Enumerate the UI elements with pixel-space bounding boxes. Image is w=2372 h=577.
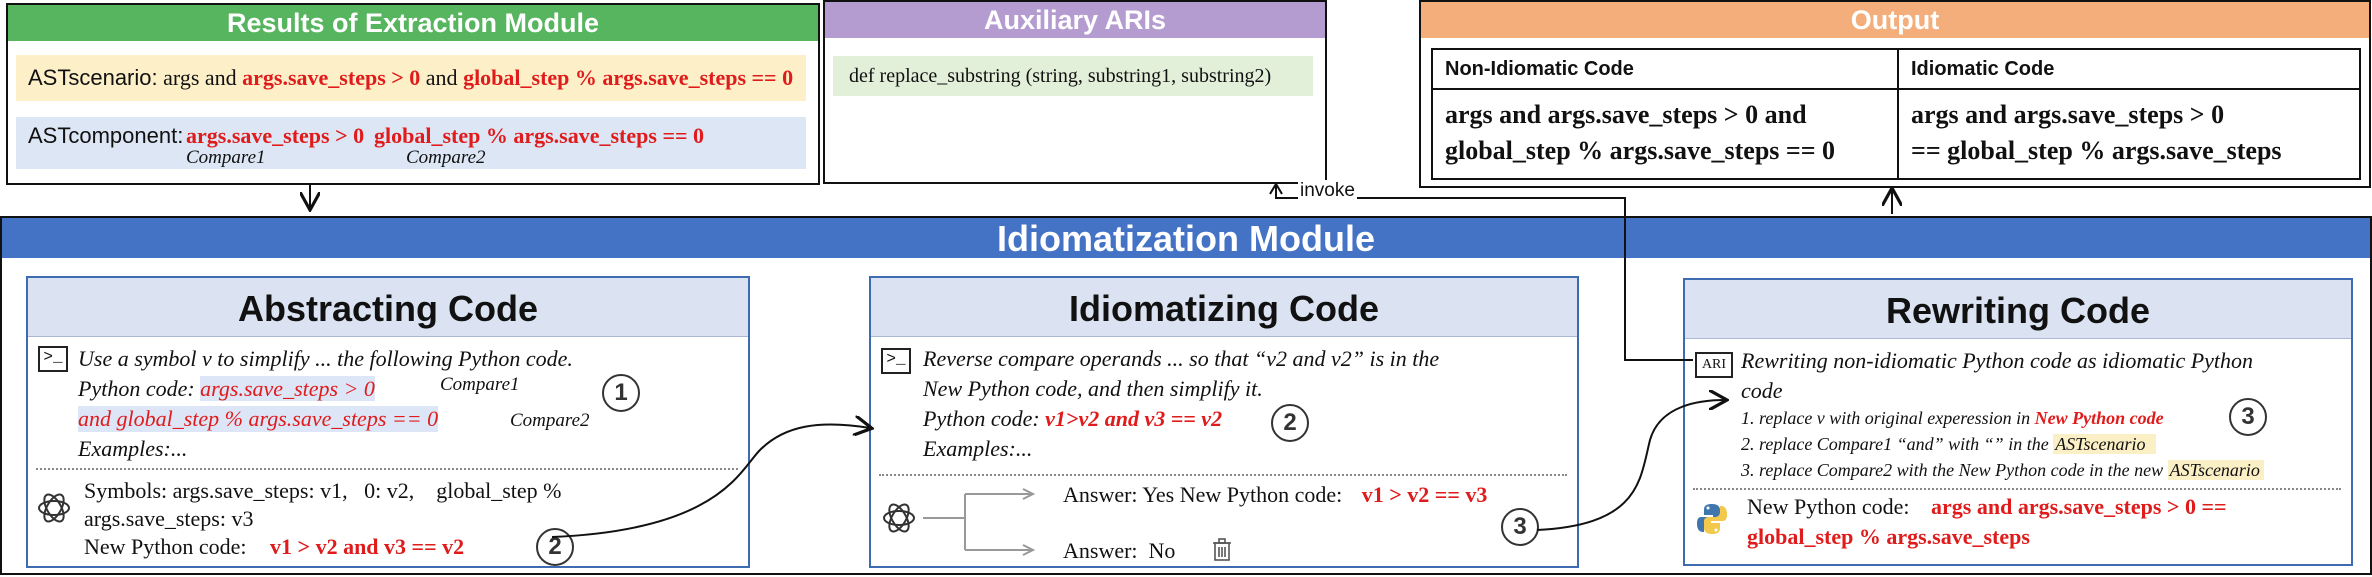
scenario-plain-2: and xyxy=(425,65,458,90)
chatgpt-icon-svg xyxy=(38,493,70,523)
component-red-2: global_step % args.save_steps == 0 xyxy=(374,123,705,148)
chatgpt-icon-svg xyxy=(883,503,915,533)
rewriting-prompt-2: code xyxy=(1741,378,1783,403)
non-idiomatic-line-2: global_step % args.save_steps == 0 xyxy=(1445,136,1836,165)
compare2-tag: Compare2 xyxy=(406,147,486,168)
non-idiomatic-header: Non-Idiomatic Code xyxy=(1445,58,1634,80)
divider xyxy=(36,468,738,470)
terminal-icon: >_ xyxy=(38,346,68,372)
python-icon-svg xyxy=(1697,504,1727,534)
new-code-line-1: args and args.save_steps > 0 == xyxy=(1931,494,2227,519)
step3-highlight: ASTscenario xyxy=(2167,460,2264,480)
output-title: Output xyxy=(1421,2,2369,38)
ari-signature: def replace_substring (string, substring… xyxy=(849,65,1272,87)
module-header: Idiomatization Module xyxy=(2,218,2370,259)
step1-red: New Python code xyxy=(2034,408,2164,428)
answer-no-label: Answer: No xyxy=(1063,538,1176,563)
auxiliary-title: Auxiliary ARIs xyxy=(825,2,1325,38)
step-2-badge: 2 xyxy=(536,528,574,566)
output-table: Non-Idiomatic Code Idiomatic Code args a… xyxy=(1431,48,2361,180)
step2-text: 2. replace Compare1 “and” with “” in the xyxy=(1741,434,2049,454)
python-code-label: Python code: xyxy=(78,376,195,401)
invoke-label: invoke xyxy=(1298,180,1357,202)
step2-highlight: ASTscenario xyxy=(2053,434,2156,454)
ast-scenario-label: ASTscenario: xyxy=(28,65,158,90)
scenario-plain-1: args and xyxy=(163,65,237,90)
compare1-tag: Compare1 xyxy=(186,147,266,168)
step1-text: 1. replace v with original experession i… xyxy=(1741,408,2031,428)
idiomatizing-prompt-1: Reverse compare operands ... so that “v2… xyxy=(923,346,1440,371)
new-code-label: New Python code: xyxy=(84,534,247,559)
idiomatizing-prompt-2: New Python code, and then simplify it. xyxy=(923,376,1263,401)
rewriting-prompt-1: Rewriting non-idiomatic Python code as i… xyxy=(1741,348,2254,373)
answer-yes-label: Answer: Yes New Python code: xyxy=(1063,482,1343,507)
abstracting-examples: Examples:... xyxy=(78,436,188,461)
ast-scenario-row: ASTscenario: args and args.save_steps > … xyxy=(16,55,806,101)
compare1-tag: Compare1 xyxy=(440,374,520,395)
python-code-value: v1>v2 and v3 == v2 xyxy=(1045,406,1223,431)
trash-icon-svg xyxy=(1213,538,1231,561)
step3-text: 3. replace Compare2 with the New Python … xyxy=(1741,460,2164,480)
non-idiomatic-line-1: args and args.save_steps > 0 and xyxy=(1445,100,1807,129)
idiomatizing-title: Idiomatizing Code xyxy=(871,278,1577,337)
python-code-label: Python code: xyxy=(923,406,1040,431)
extraction-title: Results of Extraction Module xyxy=(8,5,818,41)
divider xyxy=(879,474,1567,476)
chatgpt-icon xyxy=(36,490,72,526)
extraction-panel: Results of Extraction Module ASTscenario… xyxy=(6,3,820,185)
new-code-value: v1 > v2 and v3 == v2 xyxy=(270,534,465,559)
step-2-badge: 2 xyxy=(1271,404,1309,442)
abstracting-title: Abstracting Code xyxy=(28,278,748,337)
step-3-badge: 3 xyxy=(1501,508,1539,546)
abstracting-panel: Abstracting Code >_ Use a symbol v to si… xyxy=(26,276,750,568)
idiomatic-line-2: == global_step % args.save_steps xyxy=(1911,136,2282,165)
module-title: Idiomatization Module xyxy=(997,218,1375,259)
step-3-badge: 3 xyxy=(2229,398,2267,436)
chatgpt-icon xyxy=(881,500,917,536)
rewriting-panel: Rewriting Code ARI Rewriting non-idiomat… xyxy=(1683,278,2353,566)
ari-icon-label: ARI xyxy=(1701,357,1727,372)
trash-icon xyxy=(1211,538,1233,562)
symbols-line-2: args.save_steps: v3 xyxy=(84,506,254,531)
step-1-badge: 1 xyxy=(602,374,640,412)
component-red-1: args.save_steps > 0 xyxy=(186,123,365,148)
terminal-icon: >_ xyxy=(881,348,911,374)
compare2-tag: Compare2 xyxy=(510,410,590,431)
branch-arrows xyxy=(923,488,1036,556)
python-icon xyxy=(1695,502,1729,536)
idiomatizing-examples: Examples:... xyxy=(923,436,1033,461)
ari-signature-box: def replace_substring (string, substring… xyxy=(833,56,1313,96)
idiomatic-line-1: args and args.save_steps > 0 xyxy=(1911,100,2225,129)
scenario-red-1: args.save_steps > 0 xyxy=(242,65,421,90)
invoke-arrowhead xyxy=(1269,182,1283,195)
symbols-line-1: Symbols: args.save_steps: v1, 0: v2, glo… xyxy=(84,478,562,503)
abstract-code-line-1: args.save_steps > 0 xyxy=(200,376,375,401)
auxiliary-panel: Auxiliary ARIs def replace_substring (st… xyxy=(823,0,1327,184)
abstracting-prompt: Use a symbol v to simplify ... the follo… xyxy=(78,346,573,371)
scenario-red-2: global_step % args.save_steps == 0 xyxy=(463,65,794,90)
rewriting-title: Rewriting Code xyxy=(1685,280,2351,339)
idiomatic-header: Idiomatic Code xyxy=(1911,58,2055,80)
new-code-line-2: global_step % args.save_steps xyxy=(1747,524,2030,549)
idiomatizing-panel: Idiomatizing Code >_ Reverse compare ope… xyxy=(869,276,1579,568)
output-panel: Output Non-Idiomatic Code Idiomatic Code… xyxy=(1419,0,2371,188)
ast-component-label: ASTcomponent: xyxy=(28,123,184,148)
divider xyxy=(1693,488,2341,490)
answer-yes-value: v1 > v2 == v3 xyxy=(1361,482,1488,507)
ari-icon: ARI xyxy=(1695,352,1733,378)
ast-component-row: ASTcomponent: args.save_steps > 0 global… xyxy=(16,117,806,169)
abstract-code-line-2: and global_step % args.save_steps == 0 xyxy=(78,406,439,432)
new-code-label: New Python code: xyxy=(1747,494,1910,519)
